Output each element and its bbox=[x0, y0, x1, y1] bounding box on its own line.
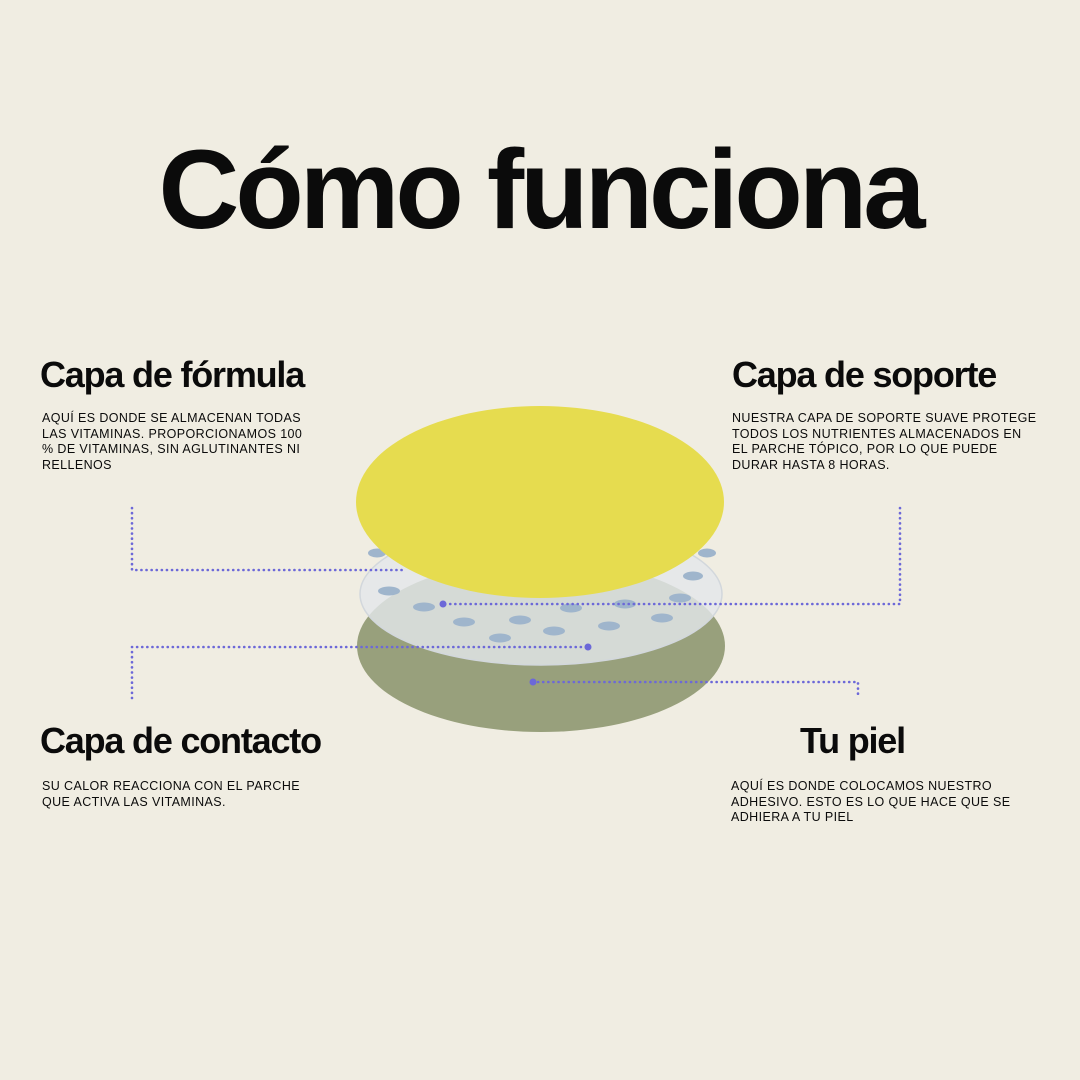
formula-layer-heading: Capa de fórmula bbox=[40, 354, 305, 395]
skin-layer-heading: Tu piel bbox=[800, 720, 906, 761]
support-connector-endpoint bbox=[439, 600, 447, 608]
support-connector bbox=[441, 506, 902, 606]
contact-layer-dots bbox=[368, 548, 716, 643]
contact-layer-description: SU CALOR REACCIONA CON EL PARCHE QUE ACT… bbox=[42, 779, 300, 809]
page-title: Cómo funciona bbox=[158, 127, 925, 252]
skin-layer-description: AQUÍ ES DONDE COLOCAMOS NUESTRO ADHESIVO… bbox=[731, 779, 1011, 824]
support-layer-heading: Capa de soporte bbox=[732, 354, 997, 395]
contact-connector bbox=[130, 645, 590, 700]
skin-connector bbox=[531, 680, 860, 700]
contact-layer-heading: Capa de contacto bbox=[40, 720, 322, 761]
support-layer-description: NUESTRA CAPA DE SOPORTE SUAVE PROTEGE TO… bbox=[732, 411, 1037, 472]
formula-connector bbox=[130, 506, 407, 572]
formula-layer-description: AQUÍ ES DONDE SE ALMACENAN TODAS LAS VIT… bbox=[42, 411, 303, 472]
formula-layer-disc bbox=[356, 406, 724, 598]
contact-connector-endpoint bbox=[584, 643, 592, 651]
skin-connector-endpoint bbox=[529, 678, 537, 686]
